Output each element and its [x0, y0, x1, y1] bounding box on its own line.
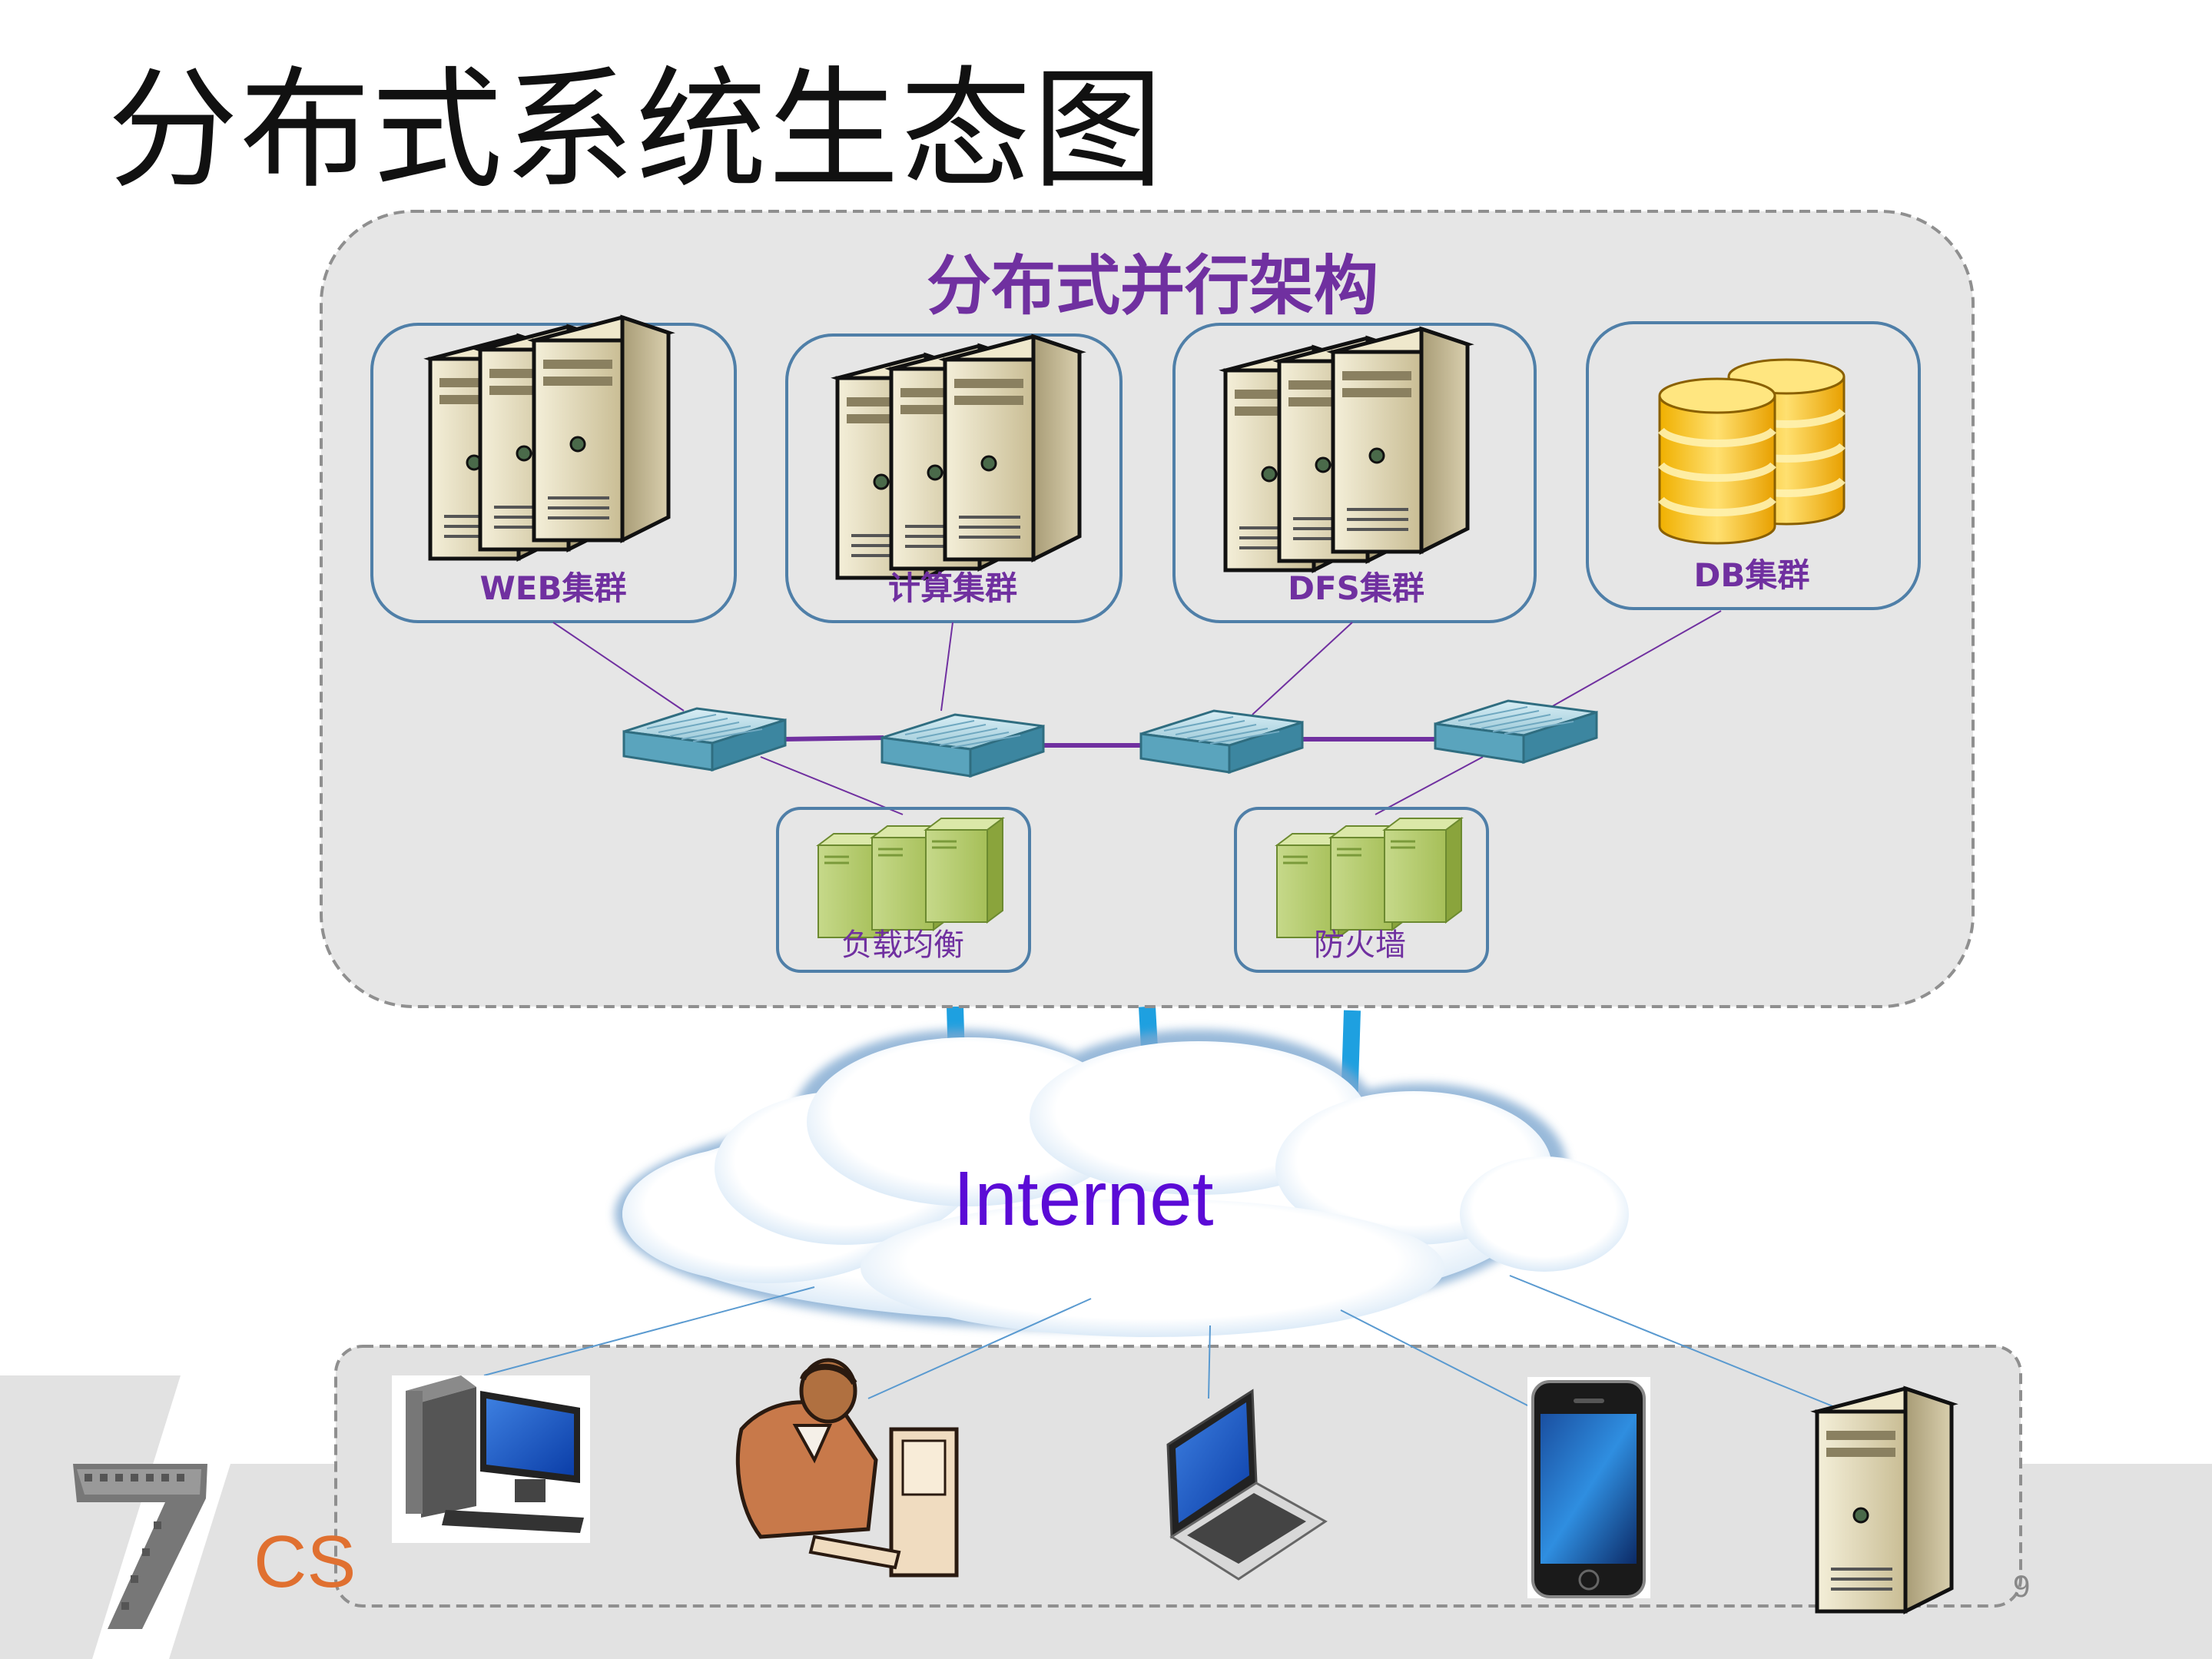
cluster-links [552, 610, 1722, 815]
server-icon [1817, 1389, 1952, 1611]
smartphone-icon [1527, 1377, 1650, 1598]
web-cluster-servers-icon [430, 317, 668, 559]
firewall-servers-icon [1275, 817, 1463, 939]
page-number: 9 [2013, 1570, 2031, 1604]
compute-cluster-label: 计算集群 [887, 569, 1017, 607]
cluster-boxes [370, 321, 1921, 623]
laptop-icon [1166, 1389, 1328, 1581]
web-cluster-label: WEB集群 [479, 569, 627, 607]
architecture-title: 分布式并行架构 [926, 248, 1378, 324]
dfs-cluster-servers-icon [1225, 329, 1467, 570]
person-at-computer-icon [735, 1358, 959, 1578]
dfs-cluster-label: DFS集群 [1288, 569, 1424, 607]
firewall-label: 防火墙 [1314, 927, 1406, 963]
compute-cluster-servers-icon [837, 337, 1079, 578]
load-balancer-label: 负载均衡 [841, 927, 964, 963]
load-balancer-servers-icon [817, 817, 1004, 939]
client-links [483, 1275, 1852, 1415]
cloud-icon [615, 1030, 1629, 1337]
logo-seven-icon [73, 1464, 207, 1629]
internet-label: Internet [953, 1156, 1214, 1242]
desktop-computer-icon [392, 1375, 590, 1543]
db-cluster-label: DB集群 [1693, 556, 1810, 594]
database-icon [1660, 360, 1844, 543]
gateway-boxes [776, 807, 1489, 973]
logo-text: CS [254, 1521, 357, 1603]
switch-backbone [783, 735, 1437, 748]
slide-title: 分布式系统生态图 [108, 55, 1166, 207]
